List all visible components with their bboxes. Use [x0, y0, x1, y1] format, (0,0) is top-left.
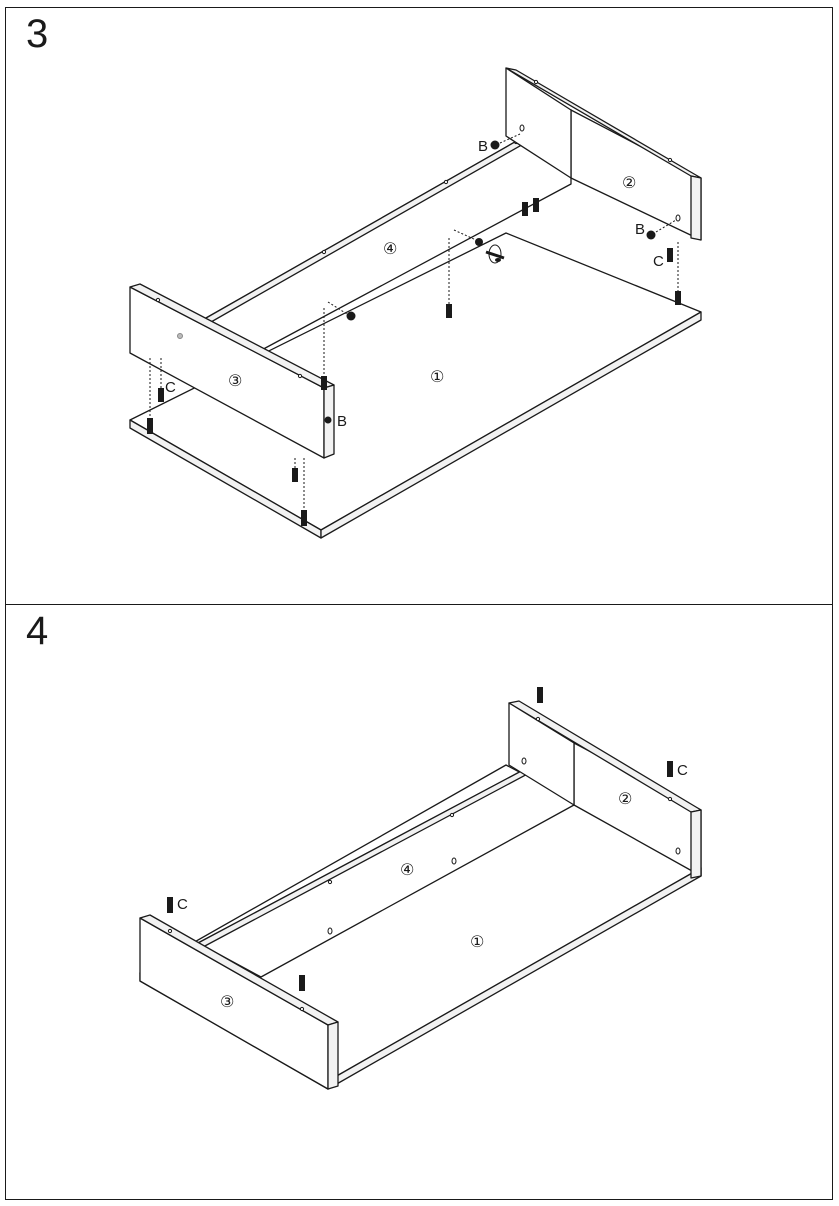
- dowel-icon: [321, 376, 327, 390]
- panel-1-base: [129, 232, 702, 539]
- dowel-icon: [147, 418, 153, 434]
- dowel-icon: [301, 510, 307, 526]
- step-3-illustration: ④ ② ③ ① B B B C C: [129, 67, 702, 539]
- step-4-panel: 4: [5, 604, 833, 1200]
- part-label-1: ①: [470, 932, 484, 951]
- part-label-1: ①: [430, 367, 444, 386]
- dowel-icon: [667, 248, 673, 262]
- part-label-4: ④: [383, 239, 397, 258]
- dowel-icon: [522, 202, 528, 216]
- cam-lock-icon: [475, 238, 483, 246]
- hardware-label-b: B: [337, 413, 347, 430]
- part-label-2: ②: [622, 173, 636, 192]
- hardware-label-c: C: [177, 896, 188, 913]
- panel-3-left: [139, 914, 339, 1090]
- part-label-2: ②: [618, 789, 632, 808]
- panel-2-right: [508, 700, 702, 879]
- dowel-icon: [533, 198, 539, 212]
- dowel-icon: [667, 761, 673, 777]
- dowel-icon: [158, 388, 164, 402]
- dowel-icon: [446, 304, 452, 318]
- part-label-3: ③: [220, 992, 234, 1011]
- dowels-c: [147, 198, 681, 526]
- cam-lock-icon: [346, 311, 356, 321]
- hardware-label-c: C: [653, 253, 664, 270]
- cam-lock-icon: [490, 140, 500, 150]
- hardware-label-b: B: [635, 221, 645, 238]
- step-4-illustration: ④ ② ③ ① C C: [139, 687, 702, 1090]
- cam-bolt-icon: [485, 244, 505, 264]
- hardware-label-c: C: [677, 762, 688, 779]
- dowel-icon: [292, 468, 298, 482]
- hardware-label-c: C: [165, 379, 176, 396]
- cam-lock-icon: [324, 416, 332, 424]
- part-label-3: ③: [228, 371, 242, 390]
- dowel-icon: [167, 897, 173, 913]
- part-label-4: ④: [400, 860, 414, 879]
- dowel-icon: [675, 291, 681, 305]
- panel-3-left: [129, 283, 335, 459]
- step-number: 3: [26, 12, 49, 56]
- panel-2-right: [505, 67, 702, 241]
- cam-locks-b: [324, 133, 677, 424]
- dowel-icon: [299, 975, 305, 991]
- dowels-c: [167, 687, 673, 991]
- hardware-label-b: B: [478, 138, 488, 155]
- step-3-panel: 3: [5, 7, 833, 605]
- cam-lock-icon: [646, 230, 656, 240]
- step-number: 4: [26, 609, 49, 653]
- dowel-icon: [537, 687, 543, 703]
